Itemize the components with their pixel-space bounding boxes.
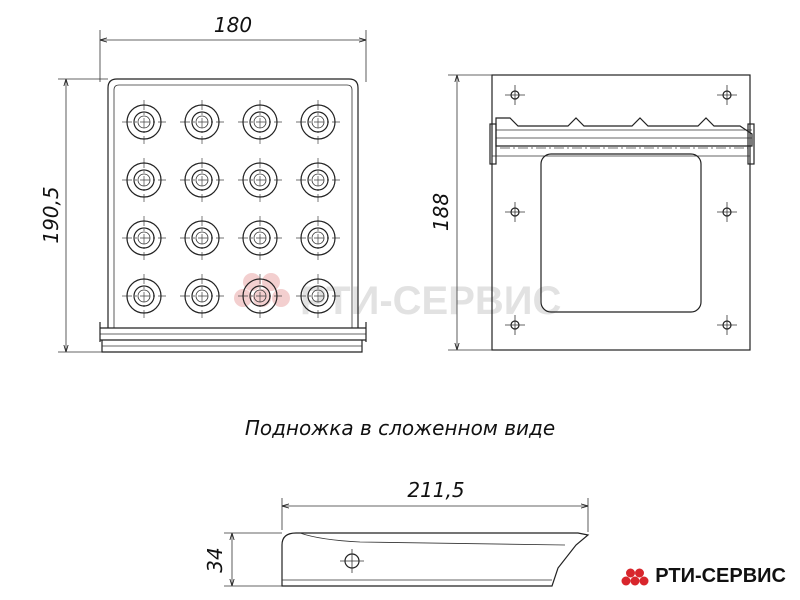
mounting-hole-mark [717, 315, 737, 335]
hole-boss [122, 100, 166, 144]
mounting-hole-mark [717, 202, 737, 222]
hole-boss [296, 274, 340, 318]
dimension-left-height: 190,5 [39, 78, 108, 353]
hole-boss [296, 158, 340, 202]
hole-boss [180, 100, 224, 144]
hole-boss [238, 274, 282, 318]
dimension-right-height: 188 [429, 74, 492, 351]
dim-label-190-5: 190,5 [39, 186, 63, 243]
brand-name: РТИ-СЕРВИС [655, 565, 786, 587]
mounting-hole-mark [717, 85, 737, 105]
top-view [489, 74, 755, 351]
hole-boss [180, 216, 224, 260]
hole-boss [238, 216, 282, 260]
hole-boss [180, 274, 224, 318]
watermark: РТИ-СЕРВИС [234, 273, 561, 323]
hole-boss [238, 158, 282, 202]
dim-label-180: 180 [214, 13, 252, 37]
dimension-bottom-length: 211,5 [281, 478, 589, 532]
watermark-logo-icon [234, 273, 290, 307]
mounting-hole-mark [505, 202, 525, 222]
honeycomb-logo-icon [621, 568, 649, 585]
front-view [99, 78, 367, 353]
hole-grid [122, 100, 340, 318]
watermark-text: РТИ-СЕРВИС [300, 279, 561, 323]
mounting-hole-mark [505, 315, 525, 335]
brand-logo: РТИ-СЕРВИС [621, 565, 786, 588]
hole-boss [296, 216, 340, 260]
dimension-bottom-height: 34 [203, 532, 282, 587]
hole-boss [296, 100, 340, 144]
hole-boss [122, 216, 166, 260]
hole-boss [122, 274, 166, 318]
dimension-top-width: 180 [99, 13, 367, 82]
mounting-holes [505, 85, 737, 335]
mounting-hole-mark [505, 85, 525, 105]
dim-label-188: 188 [429, 193, 453, 231]
dim-label-34: 34 [203, 547, 227, 572]
dim-label-211-5: 211,5 [407, 478, 464, 502]
hole-boss [180, 158, 224, 202]
hole-boss [238, 100, 282, 144]
hole-boss [122, 158, 166, 202]
side-view [281, 532, 590, 587]
drawing-caption: Подножка в сложенном виде [244, 416, 556, 440]
